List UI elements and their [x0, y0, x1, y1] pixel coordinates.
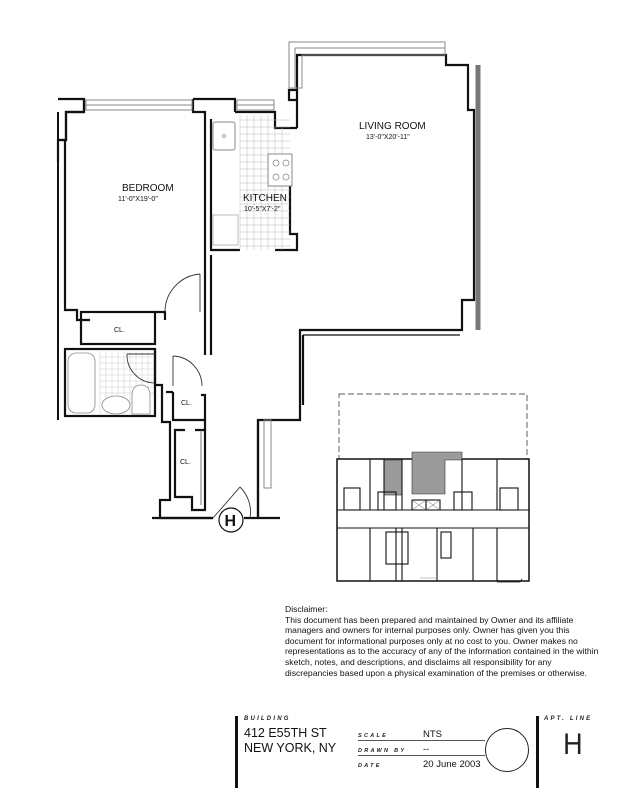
closet-label: CL.	[114, 327, 125, 334]
key-plan	[336, 393, 530, 583]
toilet-icon	[131, 384, 151, 415]
room-dimensions-kitchen: 10'-5"X7'-2"	[244, 206, 281, 213]
drawn-by-row: DRAWN BY --	[358, 741, 485, 756]
disclaimer: Disclaimer: This document has been prepa…	[285, 604, 605, 678]
building-label: BUILDING	[244, 716, 291, 722]
unit-marker: H	[218, 507, 244, 533]
date-value: 20 June 2003	[423, 759, 481, 770]
bathroom-sink-icon	[101, 395, 131, 415]
room-label-kitchen: KITCHEN	[243, 193, 287, 204]
apt-line-value: H	[563, 728, 583, 761]
scale-label: SCALE	[358, 733, 389, 739]
drawn-by-label: DRAWN BY	[358, 748, 407, 754]
closet-label: CL.	[180, 459, 191, 466]
title-block-meta: SCALE NTS DRAWN BY -- DATE 20 June 2003	[358, 726, 528, 770]
title-block-apt-line: APT. LINE H	[536, 716, 614, 788]
closet-label: CL.	[181, 400, 192, 407]
room-label-living-room: LIVING ROOM	[359, 121, 426, 132]
door-swing	[164, 273, 201, 313]
address-line-1: 412 E55TH ST	[244, 726, 327, 740]
title-block-building: BUILDING 412 E55TH ST NEW YORK, NY	[235, 716, 336, 788]
date-label: DATE	[358, 763, 382, 769]
seal-circle	[485, 728, 529, 772]
scale-row: SCALE NTS	[358, 726, 485, 741]
room-dimensions-bedroom: 11'-0"X19'-0"	[118, 196, 158, 203]
room-label-bedroom: BEDROOM	[122, 183, 174, 194]
date-row: DATE 20 June 2003	[358, 756, 528, 770]
apt-line-label: APT. LINE	[544, 716, 593, 722]
address-line-2: NEW YORK, NY	[244, 741, 337, 755]
stove-icon	[267, 153, 293, 187]
room-dimensions-living-room: 13'-0"X20'-11"	[366, 134, 410, 141]
disclaimer-title: Disclaimer:	[285, 604, 328, 614]
disclaimer-body: This document has been prepared and main…	[285, 614, 599, 678]
svg-text:H: H	[225, 513, 237, 530]
bedroom-walls	[58, 97, 86, 142]
bathtub-icon	[67, 352, 96, 414]
scale-value: NTS	[423, 729, 442, 740]
drawn-by-value: --	[423, 744, 430, 755]
sink-icon	[212, 121, 236, 151]
